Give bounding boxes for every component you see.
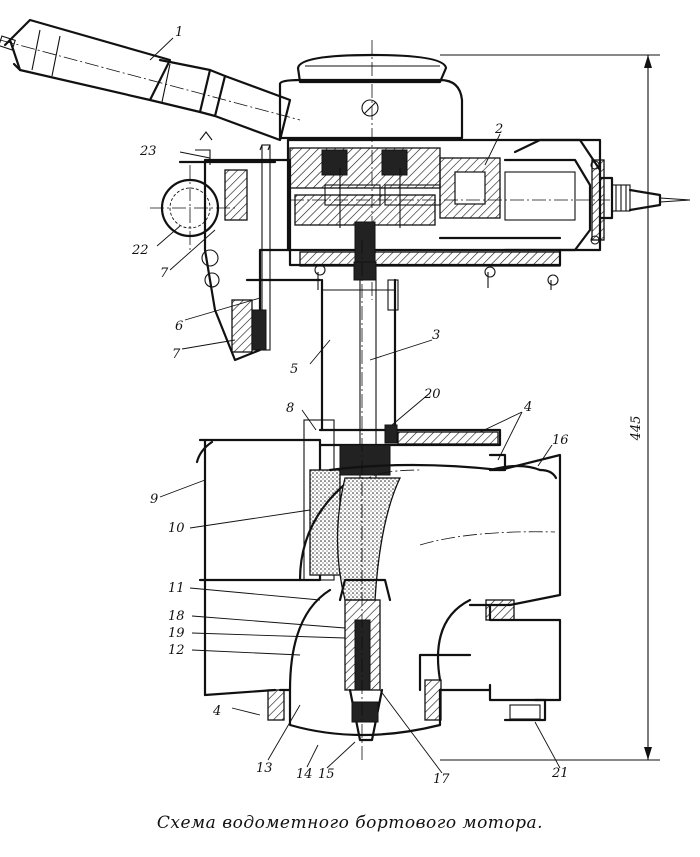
label-7-upper: 7 — [160, 266, 169, 281]
leader-lines — [149, 37, 561, 774]
label-18: 18 — [168, 609, 185, 624]
label-4-lower: 4 — [212, 704, 221, 719]
label-1: 1 — [175, 25, 183, 40]
label-16: 16 — [552, 433, 569, 448]
label-20: 20 — [423, 387, 441, 402]
label-11: 11 — [168, 581, 185, 596]
figure-caption: Схема водометного бортового мотора. — [156, 813, 544, 833]
label-7-lower: 7 — [172, 347, 181, 362]
callout-labels: 1 2 3 4 4 5 6 7 7 8 9 10 11 12 13 14 15 … — [131, 25, 569, 787]
label-6: 6 — [175, 319, 183, 334]
label-23: 23 — [139, 144, 157, 159]
clamp-bracket — [150, 131, 322, 362]
label-14: 14 — [296, 767, 313, 782]
label-17: 17 — [433, 772, 450, 787]
label-15: 15 — [318, 767, 335, 782]
label-22: 22 — [131, 243, 149, 258]
crankcase — [286, 138, 610, 290]
label-8: 8 — [286, 401, 294, 416]
dimension-line: 445 — [440, 54, 660, 761]
tiller-handle — [0, 18, 301, 142]
label-10: 10 — [168, 521, 185, 536]
dimension-value: 445 — [629, 416, 644, 442]
label-12: 12 — [168, 643, 185, 658]
spark-plug — [590, 160, 691, 245]
drive-shaft-column — [320, 261, 399, 480]
label-3: 3 — [432, 328, 440, 343]
label-5: 5 — [290, 362, 298, 377]
label-2: 2 — [494, 122, 503, 137]
label-4-upper: 4 — [523, 400, 532, 415]
label-21: 21 — [551, 766, 569, 781]
water-intake-housing — [195, 240, 562, 760]
label-19: 19 — [168, 626, 185, 641]
label-13: 13 — [256, 761, 273, 776]
label-9: 9 — [150, 492, 158, 507]
